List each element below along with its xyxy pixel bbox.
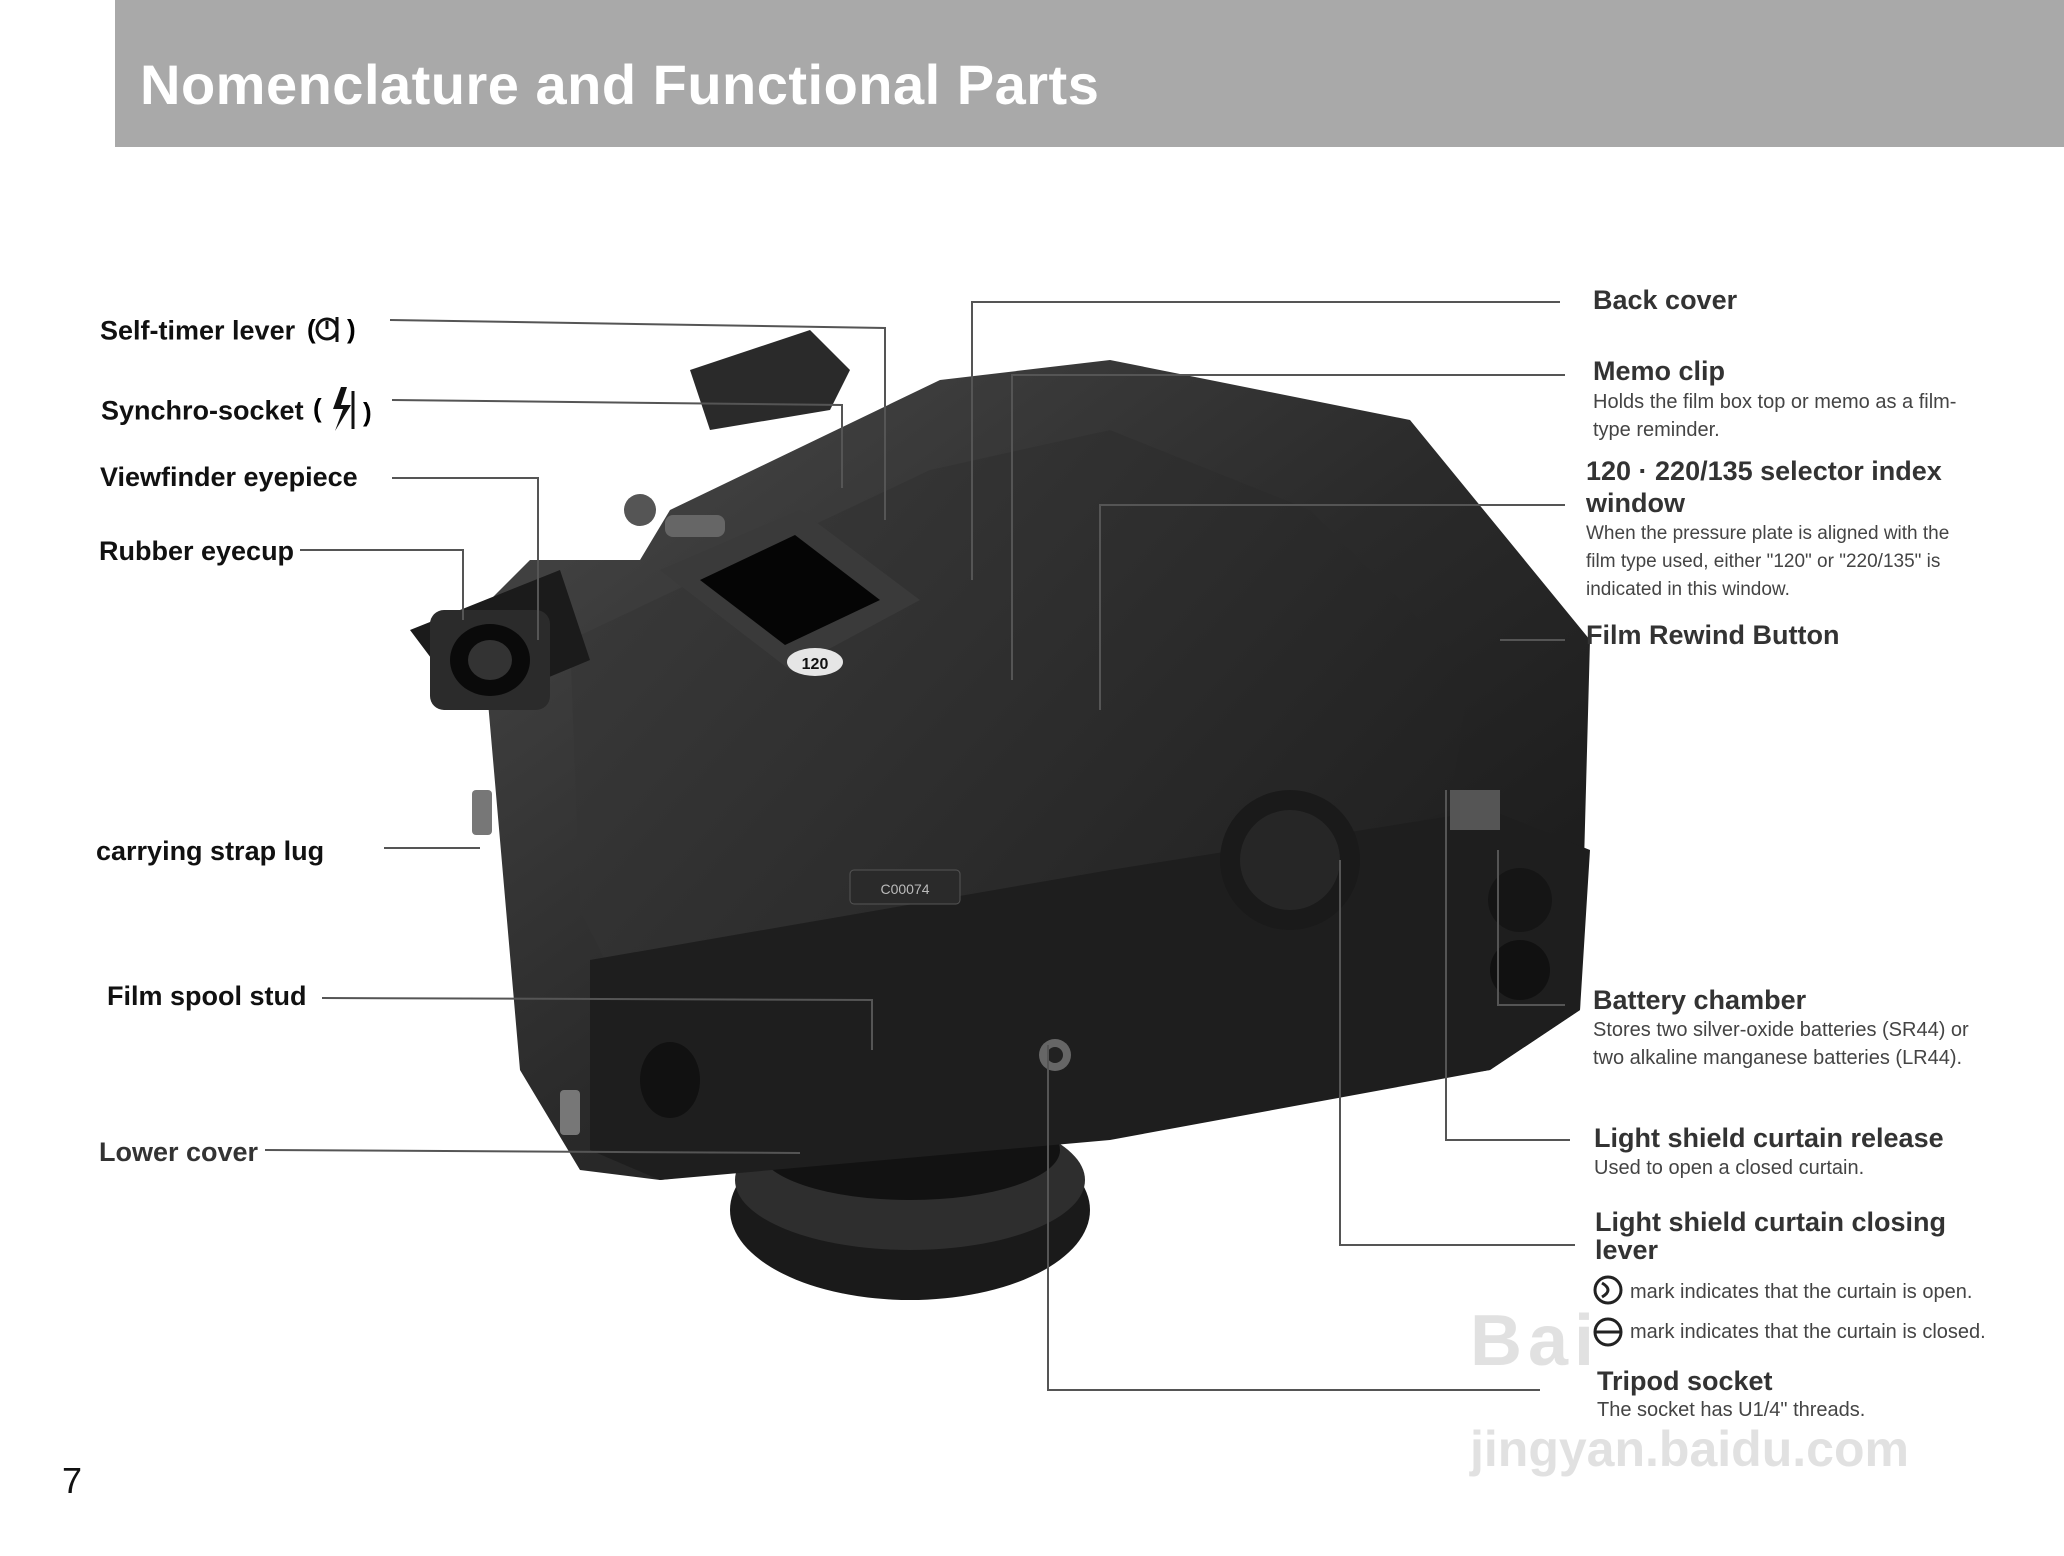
self-timer-text: Self-timer lever — [100, 315, 296, 346]
page-number: 7 — [62, 1460, 83, 1501]
serial-number: C00074 — [880, 881, 929, 897]
self-timer-lever-label: Self-timer lever () — [100, 312, 359, 353]
back-cover-label: Back cover — [1593, 285, 1738, 315]
curtain-release-desc: Used to open a closed curtain. — [1594, 1157, 1865, 1179]
viewfinder-eyepiece-label: Viewfinder eyepiece — [100, 462, 358, 492]
battery-chamber-desc: Stores two silver-oxide batteries (SR44)… — [1593, 1019, 1969, 1069]
flash-icon: () — [311, 383, 377, 442]
curtain-open-desc: mark indicates that the curtain is open. — [1630, 1281, 1973, 1303]
selector-window-label: 120 · 220/135 selector index window — [1586, 456, 1942, 518]
selector-window-text: 120 — [802, 656, 829, 673]
curtain-closing-lever-label: Light shield curtain closing lever — [1595, 1207, 1947, 1265]
memo-clip-desc: Holds the film box top or memo as a film… — [1593, 391, 1957, 441]
tripod-socket-desc: The socket has U1/4" threads. — [1597, 1399, 1866, 1421]
curtain-open-icon — [1593, 1275, 1623, 1305]
page-title: Nomenclature and Functional Parts — [140, 53, 1100, 116]
battery-chamber-label: Battery chamber — [1593, 985, 1807, 1015]
watermark-logo: Bai — [1470, 1301, 1601, 1381]
svg-text:(: ( — [307, 314, 316, 344]
memo-clip-label: Memo clip — [1593, 356, 1726, 386]
synchro-text: Synchro-socket — [101, 395, 304, 426]
svg-text:): ) — [347, 314, 356, 344]
curtain-closed-icon — [1593, 1317, 1623, 1347]
rubber-eyecup-label: Rubber eyecup — [99, 536, 295, 566]
synchro-socket-label: Synchro-socket () — [101, 383, 377, 442]
selector-window-desc: When the pressure plate is aligned with … — [1586, 523, 1950, 600]
tripod-socket-label: Tripod socket — [1597, 1366, 1773, 1396]
curtain-release-label: Light shield curtain release — [1594, 1123, 1944, 1153]
film-rewind-button-label: Film Rewind Button — [1586, 620, 1840, 650]
svg-text:): ) — [363, 397, 372, 427]
carrying-strap-lug-label: carrying strap lug — [96, 836, 325, 866]
lower-cover-label: Lower cover — [99, 1137, 259, 1167]
self-timer-icon: () — [303, 312, 359, 353]
watermark-url: jingyan.baidu.com — [1470, 1421, 1909, 1477]
header-bar — [115, 0, 2064, 147]
film-spool-stud-label: Film spool stud — [107, 981, 307, 1011]
curtain-closed-desc: mark indicates that the curtain is close… — [1630, 1321, 1986, 1343]
camera-photo: 120 C00074 — [410, 330, 1590, 1300]
svg-text:(: ( — [313, 393, 322, 423]
